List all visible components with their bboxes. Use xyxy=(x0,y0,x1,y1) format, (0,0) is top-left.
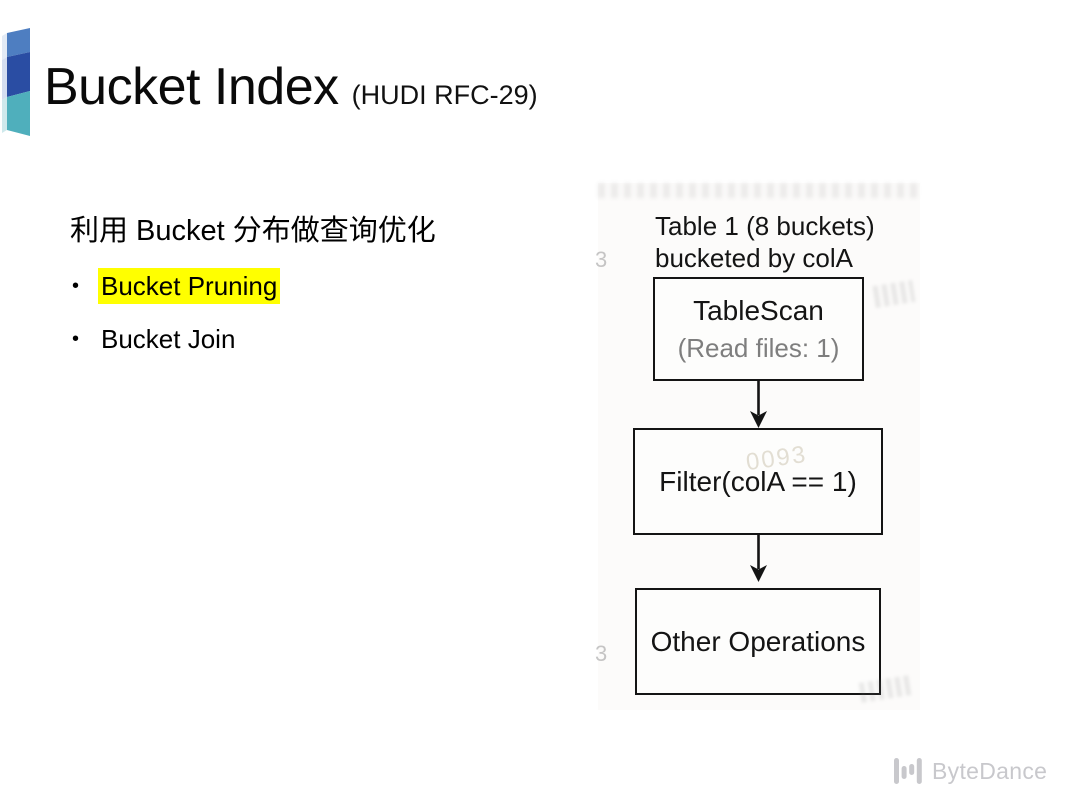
bullet-icon: • xyxy=(72,275,80,297)
watermark-text: 3 xyxy=(595,247,608,272)
diagram-caption-line2: bucketed by colA xyxy=(655,243,854,273)
watermark-blob xyxy=(872,280,916,308)
bullet-list: • Bucket Pruning • Bucket Join xyxy=(72,268,281,357)
bytedance-bars-icon xyxy=(894,758,922,784)
bytedance-wordmark: ByteDance xyxy=(932,758,1048,784)
flow-node-other-operations: Other Operations xyxy=(635,588,881,695)
flowchart-diagram: Table 1 (8 buckets) bucketed by colA Tab… xyxy=(595,183,920,710)
flow-node-sublabel: (Read files: 1) xyxy=(677,332,840,363)
flow-node-filter: Filter(colA == 1) xyxy=(633,428,883,535)
slide-corner-logo-icon xyxy=(2,28,30,136)
diagram-caption: Table 1 (8 buckets) bucketed by colA xyxy=(655,210,875,274)
list-item: • Bucket Pruning xyxy=(72,268,281,304)
flow-node-label: Other Operations xyxy=(650,625,866,657)
bullet-label-bucket-join: Bucket Join xyxy=(101,324,236,354)
flow-node-label: Filter(colA == 1) xyxy=(659,465,857,497)
flow-node-label: TableScan xyxy=(693,294,824,326)
title-text: Bucket Index xyxy=(44,58,339,116)
title-suffix-text: (HUDI RFC-29) xyxy=(351,80,538,110)
watermark-text: 3 xyxy=(595,641,608,666)
diagram-caption-line1: Table 1 (8 buckets) xyxy=(655,211,875,241)
page-title: Bucket Index (HUDI RFC-29) xyxy=(44,58,538,118)
section-heading: 利用 Bucket 分布做查询优化 xyxy=(70,215,436,247)
bullet-label-bucket-pruning: Bucket Pruning xyxy=(98,268,281,304)
diagram-artifact xyxy=(598,183,920,198)
arrow-down-icon xyxy=(750,381,767,428)
arrow-down-icon xyxy=(750,535,767,582)
bytedance-logo: ByteDance xyxy=(894,757,1047,785)
list-item: • Bucket Join xyxy=(72,321,280,357)
bullet-icon: • xyxy=(72,328,80,350)
flow-node-tablescan: TableScan (Read files: 1) xyxy=(653,277,864,381)
